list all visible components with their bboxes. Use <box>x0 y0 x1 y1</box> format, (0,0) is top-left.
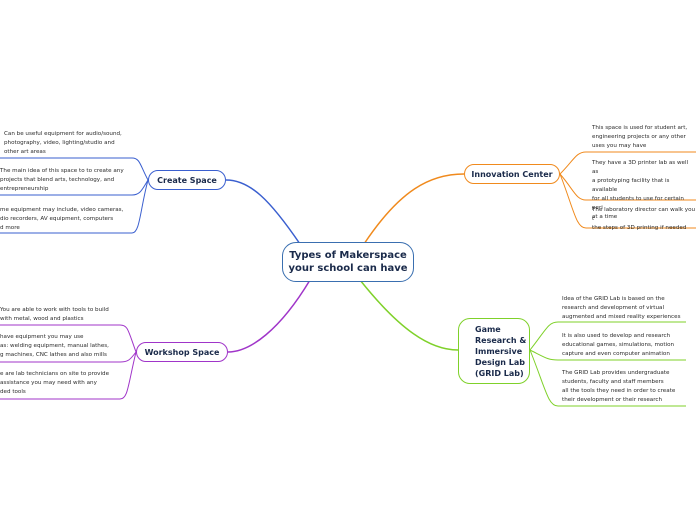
connector-grid-leaf3 <box>529 349 686 407</box>
connector-create-leaf1 <box>0 157 149 181</box>
workshop-leaf-3[interactable]: e are lab technicians on site to provide… <box>0 371 110 395</box>
connector-workshop-leaf2 <box>0 351 137 363</box>
connector-innovation-leaf3 <box>559 173 696 229</box>
connector-innovation-leaf1 <box>559 151 696 175</box>
topic-create-space[interactable]: Create Space <box>148 170 226 190</box>
grid-leaf-1[interactable]: Idea of the GRID Lab is based on the res… <box>562 296 681 320</box>
connector-central-grid <box>359 279 459 351</box>
connector-grid-leaf1 <box>529 321 686 351</box>
connector-central-workshop <box>227 279 311 353</box>
connector-workshop-leaf3 <box>0 351 137 400</box>
topic-grid-lab-label: Game Research & Immersive Design Lab (GR… <box>475 324 527 378</box>
topic-innovation-center[interactable]: Innovation Center <box>464 164 560 184</box>
topic-workshop-space[interactable]: Workshop Space <box>136 342 228 362</box>
connector-create-leaf3 <box>0 179 149 234</box>
central-topic-line2: your school can have <box>288 263 408 274</box>
create-leaf-3[interactable]: me equipment may include, video cameras,… <box>0 207 124 231</box>
topic-innovation-center-label: Innovation Center <box>471 169 553 179</box>
grid-leaf-3[interactable]: The GRID Lab provides undergraduate stud… <box>562 370 676 403</box>
create-leaf-1[interactable]: Can be useful equipment for audio/sound,… <box>4 131 122 155</box>
grid-leaf-2[interactable]: It is also used to develop and research … <box>562 333 675 357</box>
connector-grid-leaf2 <box>529 349 686 361</box>
innovation-leaf-2[interactable]: They have a 3D printer lab as well as a … <box>592 160 689 220</box>
connector-workshop-leaf1 <box>0 324 137 353</box>
connector-central-create <box>225 179 301 245</box>
central-topic-line1: Types of Makerspace <box>289 250 407 261</box>
topic-create-space-label: Create Space <box>157 175 217 185</box>
innovation-leaf-1[interactable]: This space is used for student art, engi… <box>592 125 688 149</box>
connector-create-leaf2 <box>0 179 149 196</box>
topic-workshop-space-label: Workshop Space <box>144 347 220 357</box>
connector-innovation-leaf2 <box>559 173 696 201</box>
connector-central-innovation <box>363 173 465 245</box>
create-leaf-2[interactable]: The main idea of this space to to create… <box>0 168 124 192</box>
topic-grid-lab[interactable]: Game Research & Immersive Design Lab (GR… <box>458 318 530 384</box>
innovation-leaf-3[interactable]: The laboratory director can walk you t t… <box>592 207 696 231</box>
workshop-leaf-2[interactable]: have equipment you may use as: welding e… <box>0 334 109 358</box>
workshop-leaf-1[interactable]: You are able to work with tools to build… <box>0 307 109 322</box>
central-topic[interactable]: Types of Makerspace your school can have <box>282 242 414 282</box>
